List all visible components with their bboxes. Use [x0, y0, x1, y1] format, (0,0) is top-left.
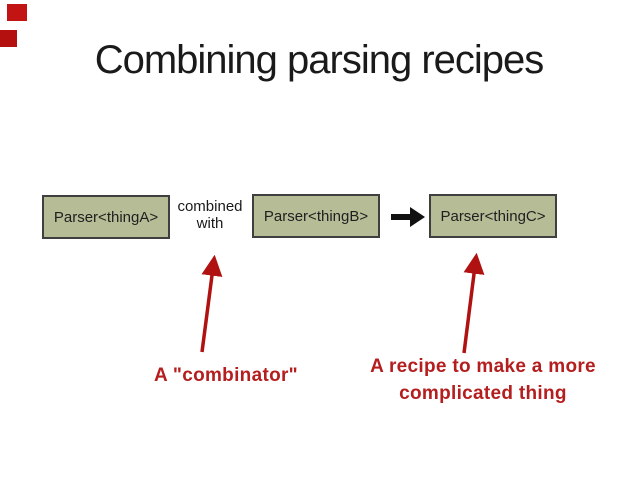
parser-thingc-box: Parser<thingC>: [429, 194, 557, 238]
recipe-annotation-line2: complicated thing: [399, 383, 567, 404]
combinator-annotation: A "combinator": [154, 365, 298, 386]
parser-thingb-box: Parser<thingB>: [252, 194, 380, 238]
combined-with-label: combined with: [168, 198, 252, 232]
red-corner-mark-top: [7, 4, 27, 21]
recipe-annotation-line1: A recipe to make a more: [370, 356, 596, 377]
red-up-arrow-icon-left: [200, 254, 223, 353]
combined-with-line2: with: [196, 215, 224, 232]
parser-thingb-label: Parser<thingB>: [263, 207, 369, 225]
recipe-annotation: A recipe to make a more complicated thin…: [363, 353, 603, 407]
page-title: Combining parsing recipes: [94, 38, 545, 82]
parser-thingc-label: Parser<thingC>: [440, 207, 546, 225]
combined-with-line1: combined: [177, 198, 243, 215]
red-up-arrow-icon-right: [462, 252, 485, 354]
black-right-arrow-icon: [389, 203, 427, 231]
parser-thinga-box: Parser<thingA>: [42, 195, 170, 239]
parser-thinga-label: Parser<thingA>: [53, 208, 159, 226]
red-corner-mark-left: [0, 30, 17, 47]
